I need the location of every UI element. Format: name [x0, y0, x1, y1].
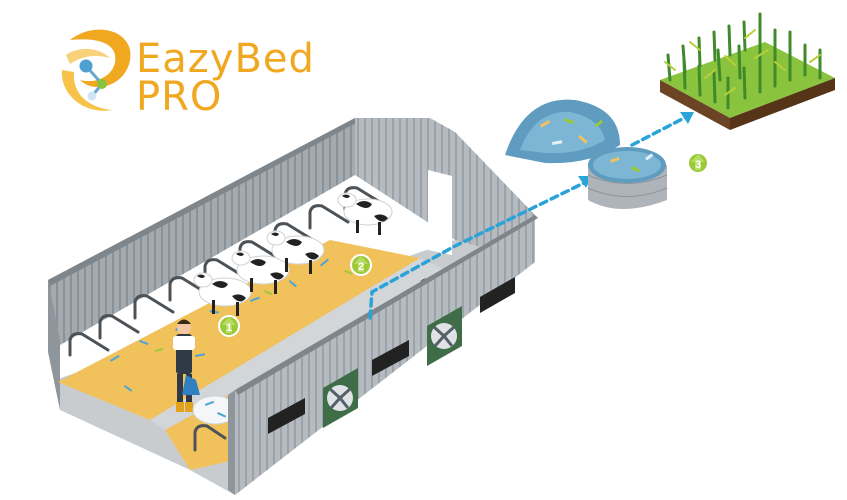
flow-arrows [368, 113, 692, 320]
brand-name-line2: PRO [136, 74, 222, 120]
up-arrow-icon [222, 317, 236, 333]
step-badge-1: 1 [218, 315, 240, 337]
swirl-molecule-logo-icon [61, 29, 131, 111]
bucket-icon [182, 375, 200, 395]
slurry-tank [587, 147, 668, 209]
barn-back-wall [48, 118, 355, 352]
brand-name-line1: EazyBed [136, 36, 315, 82]
flow-arrow-storage-to-field [630, 113, 692, 147]
arrowhead-icon [680, 112, 694, 124]
cow-1 [193, 272, 252, 316]
barn [48, 118, 538, 495]
barn-walkway [150, 258, 450, 430]
flow-arrow-barn-to-storage [368, 178, 592, 320]
up-arrow-icon [691, 154, 705, 170]
crop-field [660, 12, 835, 130]
cow-3 [266, 230, 325, 274]
step-label-3: 3 [695, 159, 701, 171]
up-arrow-icon [354, 256, 368, 272]
barn-windows [268, 277, 515, 434]
step-badge-2: 2 [350, 254, 372, 276]
step-label-1: 1 [226, 322, 232, 334]
farmer [173, 319, 200, 412]
product-bag [192, 395, 238, 425]
step-badge-3: 3 [687, 152, 709, 174]
ventilation-fan-1 [323, 368, 358, 428]
barn-door-opening [428, 170, 452, 255]
step-label-2: 2 [358, 261, 364, 273]
manure-pile [505, 99, 620, 164]
brand-logo: EazyBed PRO [61, 29, 315, 120]
cow-4 [337, 192, 393, 235]
ventilation-fan-2 [427, 306, 462, 366]
cow-2 [231, 250, 290, 294]
